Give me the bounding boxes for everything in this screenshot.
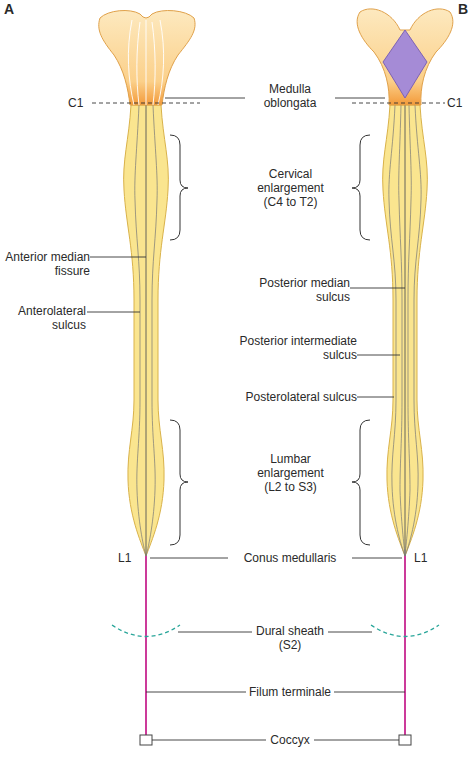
brace (352, 135, 370, 240)
cord-anterior (99, 11, 195, 745)
sulcus-label: Posterolateral sulcus (227, 390, 357, 404)
level-label: L1 (414, 551, 438, 565)
structure-label: Coccyx (250, 733, 330, 747)
panel-letter: B (458, 2, 474, 16)
region-label: Lumbar enlargement (L2 to S3) (248, 452, 333, 494)
structure-label: Filum terminale (225, 685, 355, 699)
sulcus-label: Anterior median fissure (0, 250, 90, 278)
sulcus-label: Posterior median sulcus (250, 276, 350, 304)
level-label: C1 (68, 96, 92, 110)
brace (352, 420, 370, 545)
brace (170, 135, 188, 240)
structure-label: Medulla oblongata (245, 82, 335, 110)
sulcus-label: Posterior intermediate sulcus (237, 334, 357, 362)
sulcus-label: Anterolateral sulcus (0, 304, 86, 332)
structure-label: Dural sheath (S2) (250, 624, 330, 652)
cord-posterior (357, 9, 453, 745)
level-label: C1 (447, 96, 471, 110)
region-label: Cervical enlargement (C4 to T2) (248, 167, 333, 209)
panel-letter: A (4, 2, 24, 16)
level-label: L1 (118, 551, 142, 565)
brace (170, 420, 188, 545)
structure-label: Conus medullaris (225, 551, 355, 565)
leader-lines (87, 98, 405, 740)
